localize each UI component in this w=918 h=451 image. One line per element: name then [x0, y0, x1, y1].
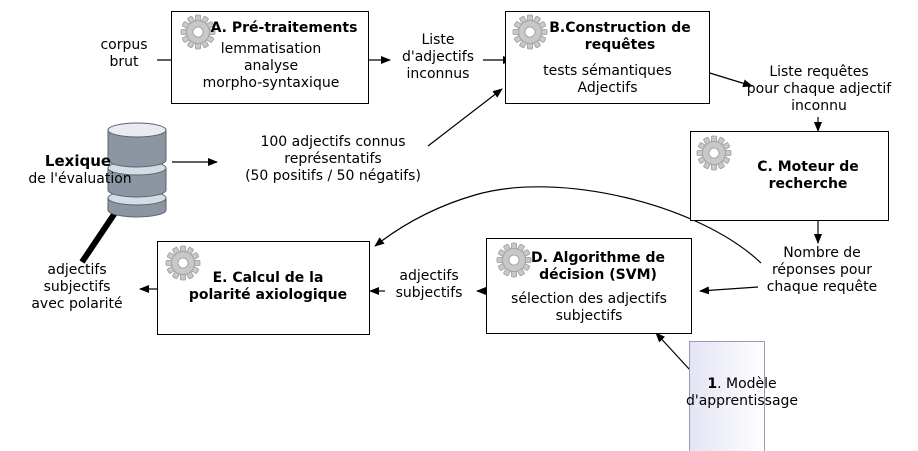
- label-adjectifs-connus: 100 adjectifs connus représentatifs (50 …: [245, 134, 421, 184]
- label-corpus-brut: corpus brut: [100, 37, 148, 70]
- node-model-label: 1. Modèle d'apprentissage: [682, 376, 802, 410]
- node-d-title: D. Algorithme de décision (SVM): [531, 250, 665, 283]
- node-model-text: . Modèle d'apprentissage: [685, 376, 799, 409]
- arrow-reponses-to-e-curve: [374, 186, 762, 264]
- gear-icon: [696, 135, 732, 171]
- label-adjectifs-subjectifs-mid: adjectifs subjectifs: [395, 268, 463, 301]
- label-liste-requetes: Liste requêtes pour chaque adjectif inco…: [746, 64, 892, 114]
- node-b-body: tests sémantiques Adjectifs: [543, 63, 672, 96]
- node-model-number: 1: [707, 376, 718, 392]
- node-c-title: C. Moteur de recherche: [757, 159, 859, 192]
- lexicon-subtitle: de l'évaluation: [28, 171, 132, 187]
- database-icon: [107, 122, 167, 218]
- lexicon-title: Lexique: [44, 152, 112, 170]
- label-nombre-reponses: Nombre de réponses pour chaque requête: [766, 245, 878, 295]
- arrow-connus-to-b: [427, 88, 503, 147]
- node-a-title: A. Pré-traitements: [210, 20, 358, 36]
- node-e-title: E. Calcul de la polarité axiologique: [188, 270, 348, 303]
- label-adjectifs-polarite: adjectifs subjectifs avec polarité: [31, 262, 123, 312]
- arrow-reponses-to-d: [699, 286, 759, 295]
- node-b-title: B.Construction de requêtes: [549, 20, 691, 53]
- arrow-model-to-d: [655, 332, 691, 371]
- node-modele-apprentissage: [689, 341, 765, 451]
- label-liste-adjectifs-inconnus: Liste d'adjectifs inconnus: [401, 32, 474, 82]
- node-d-body: sélection des adjectifs subjectifs: [511, 291, 667, 324]
- node-a-body: lemmatisation analyse morpho-syntaxique: [202, 41, 340, 91]
